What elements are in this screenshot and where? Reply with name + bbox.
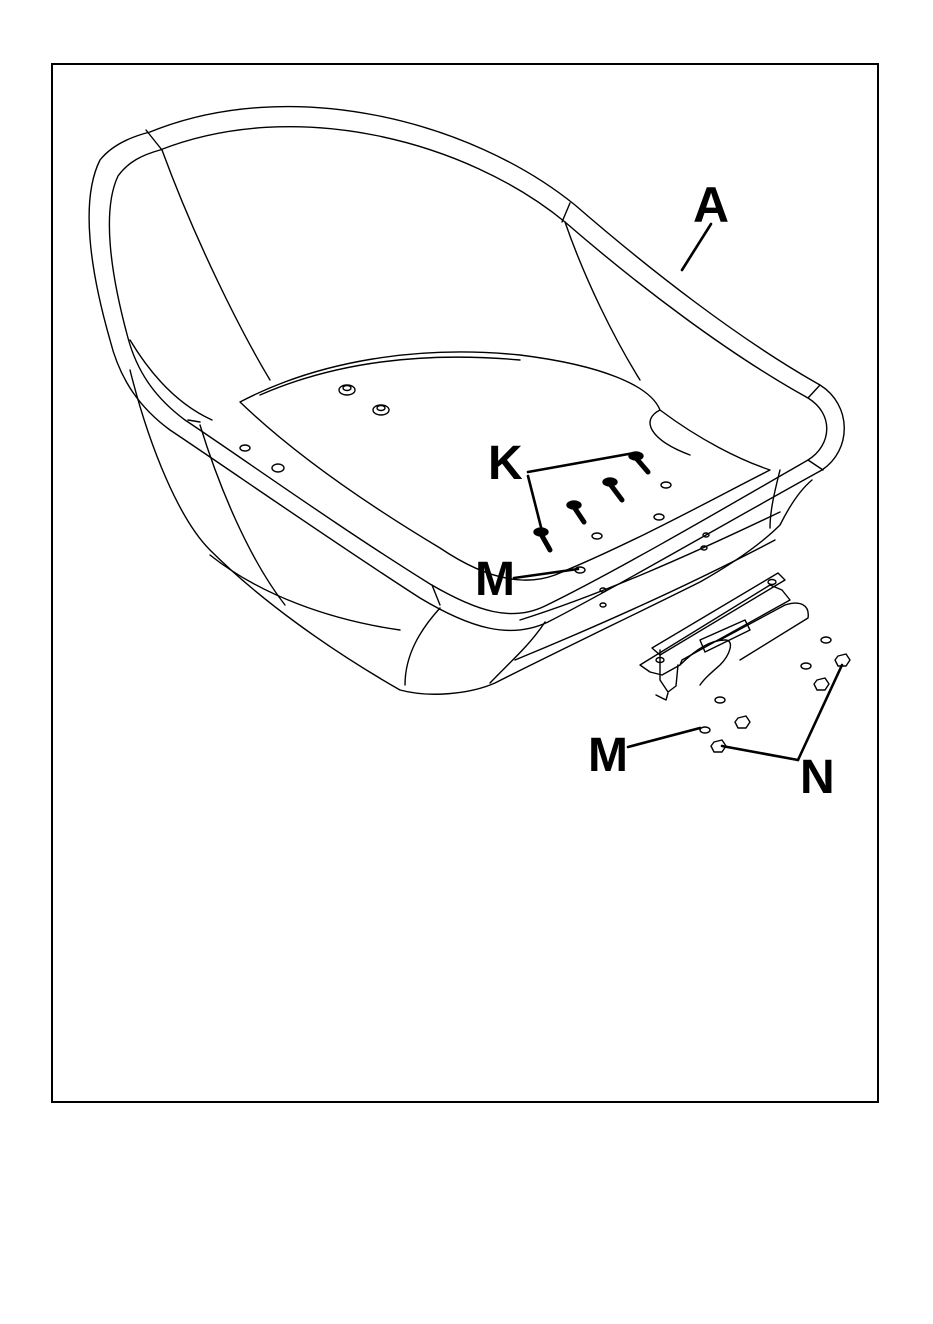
leader-lines (514, 224, 842, 760)
tray-part-a (89, 107, 844, 695)
bolt-k-3 (567, 501, 584, 522)
callout-n: N (800, 754, 835, 802)
callout-k: K (488, 440, 523, 488)
callout-a: A (693, 180, 729, 230)
bolt-k-1 (629, 452, 648, 472)
tray-outer-rim (89, 107, 844, 631)
mounting-bracket (640, 573, 808, 700)
bolt-k-2 (603, 478, 622, 500)
callout-m-upper: M (475, 556, 515, 604)
callout-m-lower: M (588, 732, 628, 780)
